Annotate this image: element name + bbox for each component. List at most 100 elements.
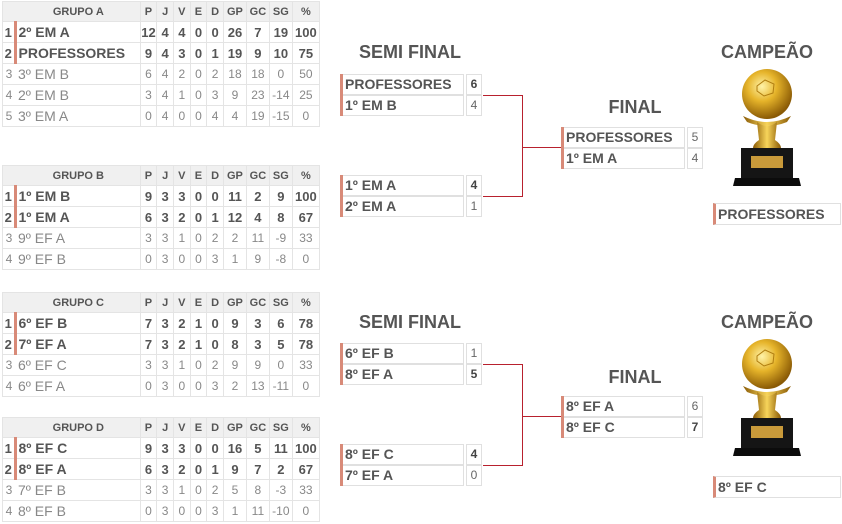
team-name: 3º EM B: [15, 63, 141, 85]
position: 3: [2, 354, 15, 376]
stat-sg: -9: [268, 227, 293, 249]
team-name: 1º EM A: [343, 175, 464, 196]
stat-sg: 8: [268, 206, 293, 228]
stat-d: 0: [206, 185, 224, 207]
stat-gp: 16: [222, 437, 247, 459]
match-row: 7º EF A 0: [340, 465, 482, 486]
stat-d: 2: [206, 227, 224, 249]
stat-v: 2: [172, 312, 191, 334]
team-name: 8º EF B: [15, 500, 141, 522]
semi-final-title: SEMI FINAL: [359, 42, 461, 62]
match-row: 6º EF B 1: [340, 343, 482, 364]
stat-d: 3: [206, 500, 224, 522]
match-row: 1º EM A 4: [340, 175, 482, 196]
team-score: 6: [687, 396, 703, 417]
stat-j: 4: [156, 21, 174, 43]
stat-pct: 0: [291, 375, 321, 397]
stat-e: 0: [189, 84, 208, 106]
stat-pct: 75: [291, 42, 321, 64]
stat-gp: 9: [222, 458, 247, 480]
stat-e: 0: [189, 248, 208, 270]
stat-pct: 78: [291, 333, 321, 355]
stat-v: 1: [172, 479, 191, 501]
stat-d: 1: [206, 42, 224, 64]
stat-p: 9: [139, 42, 158, 64]
stat-v: 1: [172, 227, 191, 249]
stat-d: 0: [206, 437, 224, 459]
stat-gp: 9: [222, 354, 247, 376]
bracket-connector: [522, 364, 523, 466]
column-header: D: [206, 417, 224, 438]
column-header: GC: [245, 165, 270, 186]
column-header: SG: [268, 292, 293, 313]
stat-v: 1: [172, 354, 191, 376]
stat-j: 3: [156, 227, 174, 249]
stat-gp: 1: [222, 500, 247, 522]
stat-j: 3: [156, 500, 174, 522]
column-header: P: [139, 292, 158, 313]
final-match: PROFESSORES 5 1º EM A 4: [561, 127, 703, 169]
stat-j: 4: [156, 42, 174, 64]
stat-d: 1: [206, 206, 224, 228]
stat-gc: 7: [245, 458, 270, 480]
stat-sg: -8: [268, 248, 293, 270]
column-header: GC: [245, 1, 270, 22]
column-header: E: [189, 165, 208, 186]
position: 4: [2, 375, 15, 397]
stat-pct: 67: [291, 458, 321, 480]
column-header: D: [206, 1, 224, 22]
group-name: GRUPO A: [2, 1, 141, 22]
champion-title: CAMPEÃO: [720, 312, 813, 332]
stat-d: 3: [206, 248, 224, 270]
stat-gc: 19: [245, 105, 270, 127]
stat-v: 2: [172, 63, 191, 85]
position: 1: [2, 437, 15, 459]
stat-j: 3: [156, 206, 174, 228]
column-header: J: [156, 292, 174, 313]
team-score: 5: [687, 127, 703, 148]
stat-sg: -3: [268, 479, 293, 501]
column-header: E: [189, 417, 208, 438]
stat-j: 3: [156, 479, 174, 501]
stat-gp: 19: [222, 42, 247, 64]
stat-pct: 50: [291, 63, 321, 85]
stat-gc: 8: [245, 479, 270, 501]
stat-d: 3: [206, 84, 224, 106]
position: 1: [2, 21, 15, 43]
stat-sg: 10: [268, 42, 293, 64]
bracket-connector: [483, 364, 523, 365]
team-name: 9º EF A: [15, 227, 141, 249]
final-title: FINAL: [608, 367, 662, 387]
stat-e: 0: [189, 375, 208, 397]
stat-j: 3: [156, 248, 174, 270]
stat-d: 0: [206, 333, 224, 355]
column-header: J: [156, 1, 174, 22]
position: 3: [2, 479, 15, 501]
column-header: GP: [222, 1, 247, 22]
column-header: SG: [268, 1, 293, 22]
team-score: 5: [466, 364, 482, 385]
stat-gc: 18: [245, 63, 270, 85]
position: 3: [2, 63, 15, 85]
stat-j: 3: [156, 185, 174, 207]
stat-j: 3: [156, 458, 174, 480]
stat-e: 0: [189, 21, 208, 43]
position: 2: [2, 458, 15, 480]
stat-gp: 2: [222, 227, 247, 249]
column-header: V: [172, 417, 191, 438]
stat-v: 0: [172, 248, 191, 270]
stat-sg: 0: [268, 63, 293, 85]
match-row: 8º EF A 6: [561, 396, 703, 417]
stat-v: 2: [172, 458, 191, 480]
team-name: 7º EF A: [13, 333, 141, 355]
position: 1: [2, 185, 15, 207]
